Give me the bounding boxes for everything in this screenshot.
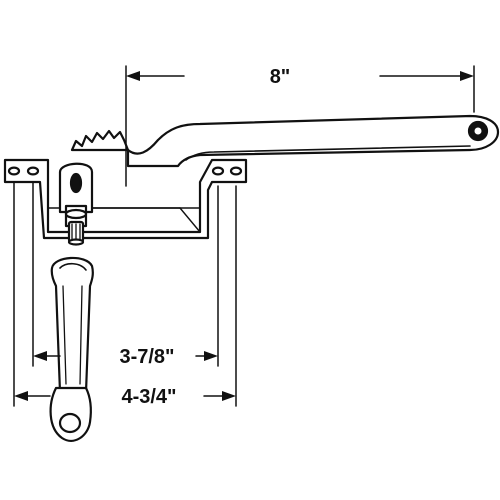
dimension-label-outer-width: 4-3/4" [121, 386, 176, 408]
operator-arm [126, 114, 500, 168]
crank-handle [49, 256, 94, 442]
dimension-lines [13, 65, 475, 407]
dimension-label-inner-spacing: 3-7/8" [119, 346, 174, 368]
gear-housing [58, 162, 94, 214]
mounting-hole-right-outer [229, 166, 243, 176]
crank-knob-highlight [58, 412, 82, 434]
mounting-hole-right-inner [211, 166, 225, 176]
mounting-hole-left-inner [26, 166, 40, 176]
dimension-label-arm-length: 8" [270, 66, 291, 88]
gear-sector [70, 129, 130, 152]
mounting-hole-left-outer [7, 166, 21, 176]
dimension-arrows [14, 71, 474, 401]
spline-shaft [64, 204, 88, 246]
base-plate [3, 158, 248, 240]
